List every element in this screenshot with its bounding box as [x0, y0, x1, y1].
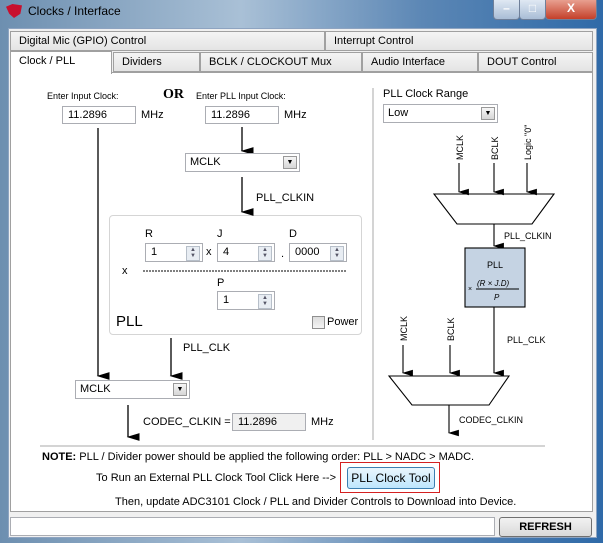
- codec-clkin-label: CODEC_CLKIN =: [143, 416, 231, 428]
- maximize-button[interactable]: □: [519, 0, 546, 20]
- chevron-down-icon[interactable]: ▼: [173, 383, 187, 396]
- pll-clk-label: PLL_CLK: [183, 342, 231, 354]
- highlight-box: [340, 462, 440, 493]
- chevron-down-icon[interactable]: ▼: [283, 156, 297, 169]
- close-button[interactable]: X: [545, 0, 597, 20]
- j-label: J: [217, 228, 223, 240]
- pll-input-label: Enter PLL Input Clock:: [196, 91, 286, 101]
- codec-clkin-field: 11.2896: [232, 413, 306, 431]
- minimize-button[interactable]: –: [493, 0, 520, 20]
- pll-clkin-label: PLL_CLKIN: [256, 192, 315, 204]
- status-field: [10, 517, 495, 536]
- pll-config-box: [109, 215, 362, 335]
- p-spinner[interactable]: 1 ▲▼: [217, 291, 275, 310]
- r-value: 1: [151, 246, 158, 258]
- pll-source-dropdown[interactable]: MCLK ▼: [185, 153, 300, 172]
- run-tool-text: To Run an External PLL Clock Tool Click …: [96, 472, 336, 484]
- or-label: OR: [163, 87, 184, 102]
- times-sign: x: [206, 246, 212, 258]
- p-label: P: [217, 277, 225, 289]
- tab-dividers[interactable]: Dividers: [113, 52, 200, 72]
- tab-dout-control[interactable]: DOUT Control: [478, 52, 593, 72]
- decimal-dot: .: [281, 248, 285, 260]
- tab-clock-pll[interactable]: Clock / PLL: [10, 51, 112, 74]
- spin-arrows-icon[interactable]: ▲▼: [330, 246, 344, 261]
- ti-logo-icon: [6, 4, 22, 18]
- then-text: Then, update ADC3101 Clock / PLL and Div…: [115, 496, 517, 508]
- input-clock-label: Enter Input Clock:: [47, 91, 119, 101]
- tab-digital-mic[interactable]: Digital Mic (GPIO) Control: [10, 31, 325, 51]
- chevron-down-icon[interactable]: ▼: [481, 107, 495, 120]
- pll-title: PLL: [116, 313, 143, 330]
- input-clock-field[interactable]: 11.2896: [62, 106, 136, 124]
- pll-input-unit: MHz: [284, 109, 307, 121]
- r-spinner[interactable]: 1 ▲▼: [145, 243, 203, 262]
- window-title: Clocks / Interface: [28, 4, 121, 18]
- spin-arrows-icon[interactable]: ▲▼: [186, 246, 200, 261]
- j-spinner[interactable]: 4 ▲▼: [217, 243, 275, 262]
- spin-arrows-icon[interactable]: ▲▼: [258, 246, 272, 261]
- p-value: 1: [223, 294, 230, 306]
- pll-range-value: Low: [388, 107, 409, 119]
- pll-input-field[interactable]: 11.2896: [205, 106, 279, 124]
- note-text: PLL / Divider power should be applied th…: [79, 451, 475, 463]
- codec-clkin-unit: MHz: [311, 416, 334, 428]
- d-spinner[interactable]: 0000 ▲▼: [289, 243, 347, 262]
- d-value: 0000: [295, 246, 320, 258]
- codec-source-value: MCLK: [80, 383, 111, 395]
- times-sign-left: x: [122, 265, 128, 277]
- j-value: 4: [223, 246, 230, 258]
- refresh-button[interactable]: REFRESH: [499, 517, 592, 537]
- pll-clock-tool-button[interactable]: PLL Clock Tool: [347, 467, 435, 489]
- pll-range-label: PLL Clock Range: [383, 88, 469, 100]
- spin-arrows-icon[interactable]: ▲▼: [258, 294, 272, 309]
- power-checkbox[interactable]: [312, 316, 325, 329]
- tab-bclk-clockout-mux[interactable]: BCLK / CLOCKOUT Mux: [200, 52, 362, 72]
- pll-range-dropdown[interactable]: Low ▼: [383, 104, 498, 123]
- tab-interrupt-control[interactable]: Interrupt Control: [325, 31, 593, 51]
- d-label: D: [289, 228, 297, 240]
- note-line: NOTE: PLL / Divider power should be appl…: [42, 451, 474, 463]
- r-label: R: [145, 228, 153, 240]
- power-label: Power: [327, 316, 359, 328]
- note-bold: NOTE:: [42, 451, 77, 463]
- pll-source-value: MCLK: [190, 156, 221, 168]
- tab-audio-interface[interactable]: Audio Interface: [362, 52, 478, 72]
- input-clock-unit: MHz: [141, 109, 164, 121]
- codec-source-dropdown[interactable]: MCLK ▼: [75, 380, 190, 399]
- title-bar: Clocks / Interface – □ X: [0, 0, 603, 24]
